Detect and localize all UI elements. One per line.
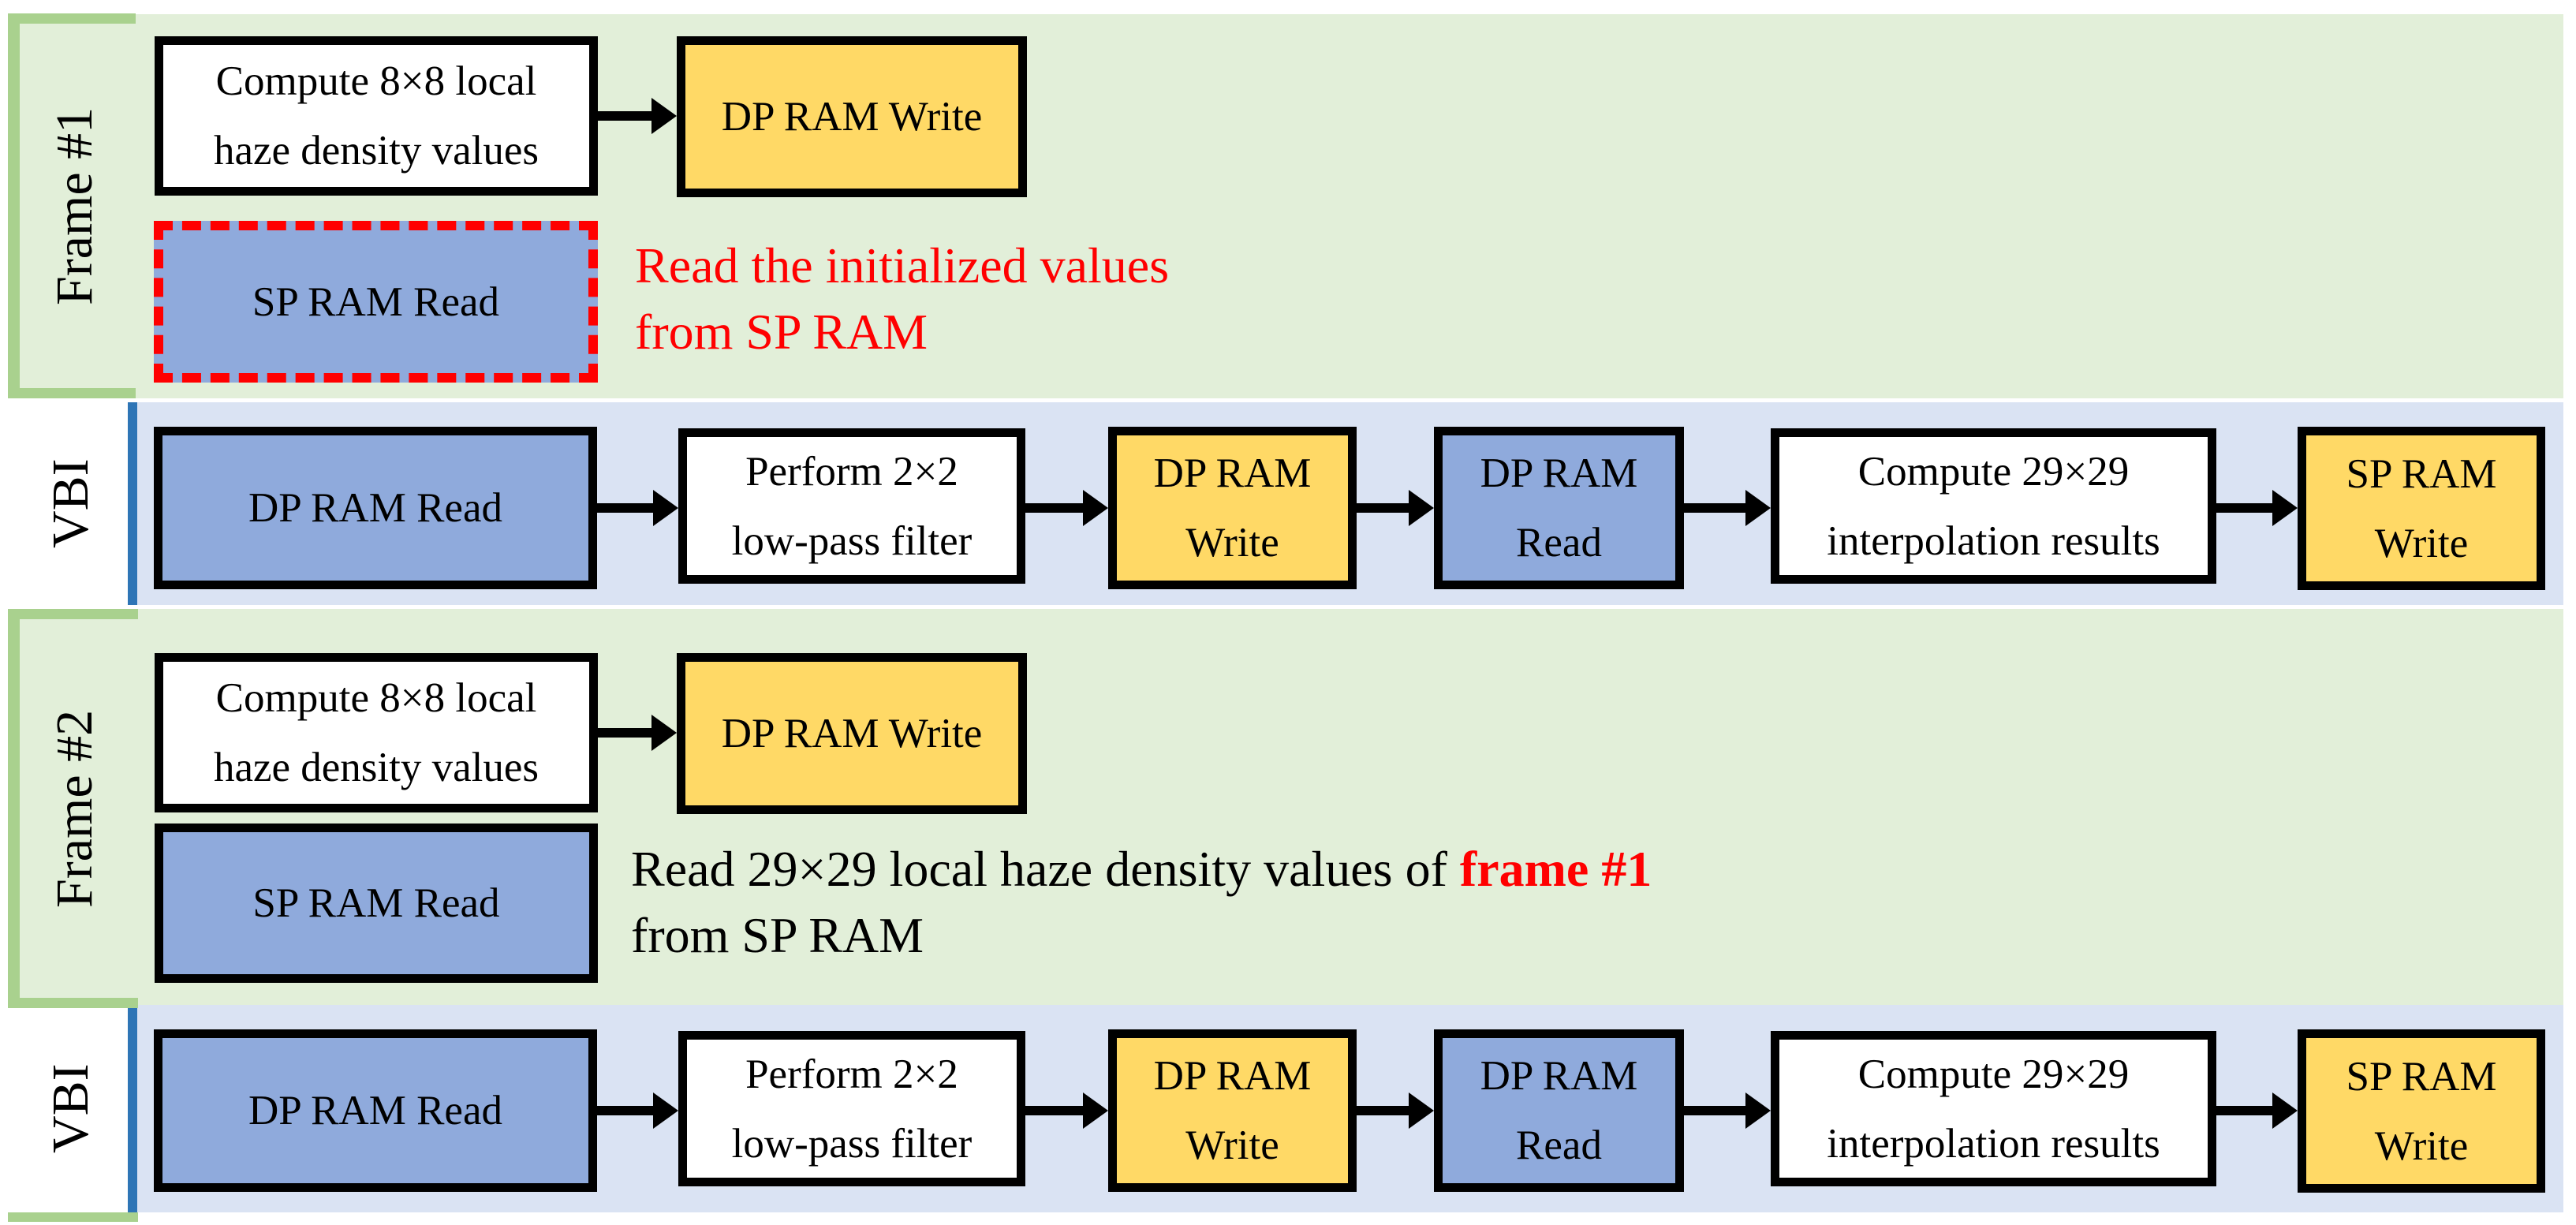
vbi2-bracket-line [128, 1008, 137, 1212]
vbi2-sp-ram-write-box: SP RAM Write [2298, 1029, 2545, 1193]
frame2-dp-ram-write-label: DP RAM Write [721, 711, 983, 756]
frame2-note-frame1-highlight: frame #1 [1459, 841, 1652, 897]
next-frame-bracket-partial-cap [8, 1212, 138, 1222]
frame2-bracket-vertical [8, 609, 20, 1008]
frame2-lane-label: Frame #2 [46, 709, 103, 908]
frame2-compute-line1: Compute 8×8 local [215, 675, 537, 721]
frame2-dp-ram-write-box: DP RAM Write [677, 653, 1027, 814]
frame2-compute-box: Compute 8×8 local haze density values [155, 653, 598, 812]
vbi2-dp-ram-read2-line2: Read [1516, 1122, 1602, 1168]
vbi2-dp-ram-write-box: DP RAM Write [1108, 1029, 1357, 1192]
vbi2-interp-line2: interpolation results [1827, 1120, 2160, 1167]
vbi2-dp-ram-read-box: DP RAM Read [154, 1029, 597, 1192]
vbi2-dp-ram-write-line2: Write [1185, 1122, 1279, 1168]
frame2-note-line1: Read 29×29 local haze density values of … [631, 836, 1652, 902]
frame1-sp-ram-read-box: SP RAM Read [154, 221, 598, 383]
vbi2-dp-ram-read2-line1: DP RAM [1480, 1053, 1638, 1099]
frame2-sp-ram-read-label: SP RAM Read [252, 880, 500, 926]
frame1-bracket-top-cap [8, 13, 136, 24]
vbi1-dp-ram-read-box: DP RAM Read [154, 427, 597, 589]
frame2-bracket-bottom-cap [8, 998, 138, 1008]
vbi2-dp-ram-read2-box: DP RAM Read [1434, 1029, 1684, 1192]
frame1-compute-line1: Compute 8×8 local [215, 58, 537, 104]
vbi1-dp-ram-read-label: DP RAM Read [248, 485, 502, 531]
vbi1-dp-ram-write-line2: Write [1185, 520, 1279, 566]
vbi1-dp-ram-read2-box: DP RAM Read [1434, 427, 1684, 589]
vbi2-sp-ram-write-line2: Write [2374, 1122, 2469, 1169]
frame1-note-line2: from SP RAM [635, 304, 928, 360]
frame1-note-line1: Read the initialized values [635, 237, 1170, 293]
vbi2-dp-ram-read-label: DP RAM Read [248, 1088, 502, 1133]
vbi1-bracket-line [128, 402, 137, 605]
vbi1-interp-line1: Compute 29×29 [1857, 448, 2130, 495]
vbi1-filter-line1: Perform 2×2 [745, 448, 958, 495]
frame1-dp-ram-write-box: DP RAM Write [677, 36, 1027, 197]
vbi1-sp-ram-write-box: SP RAM Write [2298, 427, 2545, 590]
vbi2-filter-line1: Perform 2×2 [745, 1051, 958, 1097]
frame2-note-line1-prefix: Read 29×29 local haze density values of [631, 841, 1460, 897]
vbi1-lane-label: VBI [42, 458, 99, 549]
vbi1-dp-ram-write-box: DP RAM Write [1108, 427, 1357, 589]
frame2-sp-ram-read-box: SP RAM Read [155, 824, 598, 983]
frame1-bracket-bottom-cap [8, 388, 136, 398]
vbi1-filter-box: Perform 2×2 low-pass filter [678, 428, 1025, 584]
vbi2-interp-box: Compute 29×29 interpolation results [1771, 1031, 2216, 1186]
vbi2-filter-line2: low-pass filter [731, 1120, 973, 1167]
frame1-sp-ram-read-label: SP RAM Read [252, 278, 500, 325]
frame1-dp-ram-write-label: DP RAM Write [721, 94, 983, 140]
frame1-compute-box: Compute 8×8 local haze density values [155, 36, 598, 196]
vbi1-sp-ram-write-line2: Write [2374, 520, 2469, 566]
vbi1-dp-ram-read2-line2: Read [1516, 520, 1602, 566]
frame2-note: Read 29×29 local haze density values of … [631, 836, 1652, 969]
vbi1-interp-line2: interpolation results [1827, 517, 2160, 564]
frame1-note: Read the initialized values from SP RAM [635, 233, 1169, 365]
vbi1-dp-ram-read2-line1: DP RAM [1480, 450, 1638, 496]
vbi2-filter-box: Perform 2×2 low-pass filter [678, 1031, 1025, 1186]
vbi1-dp-ram-write-line1: DP RAM [1153, 450, 1312, 496]
vbi2-sp-ram-write-line1: SP RAM [2346, 1053, 2497, 1100]
frame1-lane-label: Frame #1 [46, 106, 103, 306]
vbi2-dp-ram-write-line1: DP RAM [1153, 1053, 1312, 1099]
vbi2-interp-line1: Compute 29×29 [1857, 1051, 2130, 1097]
vbi1-interp-box: Compute 29×29 interpolation results [1771, 428, 2216, 584]
vbi1-sp-ram-write-line1: SP RAM [2346, 450, 2497, 497]
frame2-note-line2: from SP RAM [631, 907, 924, 963]
frame1-compute-line2: haze density values [213, 128, 539, 174]
vbi1-filter-line2: low-pass filter [731, 517, 973, 564]
frame2-compute-line2: haze density values [213, 745, 539, 790]
frame2-bracket-top-cap [8, 609, 138, 619]
vbi2-lane-label: VBI [42, 1063, 99, 1154]
frame1-bracket-vertical [8, 13, 20, 398]
